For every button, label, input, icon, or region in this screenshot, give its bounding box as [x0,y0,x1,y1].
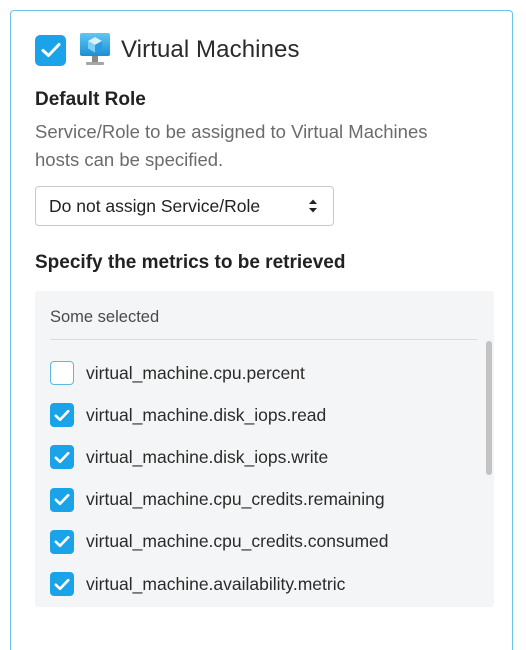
service-title: Virtual Machines [121,36,300,63]
metric-checkbox[interactable] [50,572,74,597]
metric-checkbox[interactable] [50,361,74,386]
checkmark-icon [54,409,70,421]
card-header: Virtual Machines [35,33,300,67]
default-role-select[interactable]: Do not assign Service/Role [35,186,334,226]
default-role-description: Service/Role to be assigned to Virtual M… [35,121,428,170]
checkmark-icon [54,451,70,464]
enable-virtual-machines-checkbox[interactable] [35,34,66,66]
metric-label: virtual_machine.cpu_credits.remaining [86,489,385,510]
metric-label: virtual_machine.availability.metric [86,573,346,594]
metrics-scrollbar[interactable] [486,341,492,475]
metric-item[interactable]: virtual_machine.cpu.percent [50,352,470,394]
metric-item[interactable]: virtual_machine.cpu_credits.remaining [50,479,470,521]
metrics-multiselect: Some selected virtual_machine.cpu.percen… [35,291,494,607]
metric-checkbox[interactable] [50,403,74,428]
checkmark-icon [54,578,70,590]
up-down-arrows-icon [309,199,317,213]
virtual-machine-monitor-icon [78,30,112,70]
metric-label: virtual_machine.cpu_credits.consumed [86,531,389,552]
metric-label: virtual_machine.disk_iops.read [86,404,327,425]
checkmark-icon [54,536,70,548]
metric-checkbox[interactable] [50,529,74,554]
divider [50,339,477,340]
metric-label: virtual_machine.cpu.percent [86,362,305,383]
metric-list: virtual_machine.cpu.percent virtual_mach… [50,352,470,605]
metric-label: virtual_machine.disk_iops.write [86,446,329,467]
default-role-label: Default Role [35,89,146,110]
virtual-machines-card: Virtual Machines Default Role Service/Ro… [10,10,513,650]
selection-summary: Some selected [50,308,160,326]
metric-item[interactable]: virtual_machine.disk_iops.read [50,394,470,436]
metric-checkbox[interactable] [50,445,74,470]
metric-item[interactable]: virtual_machine.cpu_credits.consumed [50,521,470,563]
checkmark-icon [54,494,70,506]
metric-item[interactable]: virtual_machine.availability.metric [50,563,470,605]
metric-checkbox[interactable] [50,487,74,512]
metrics-label: Specify the metrics to be retrieved [35,252,346,273]
checkmark-icon [41,43,60,57]
default-role-select-value: Do not assign Service/Role [49,195,261,216]
metric-item[interactable]: virtual_machine.disk_iops.write [50,436,470,478]
